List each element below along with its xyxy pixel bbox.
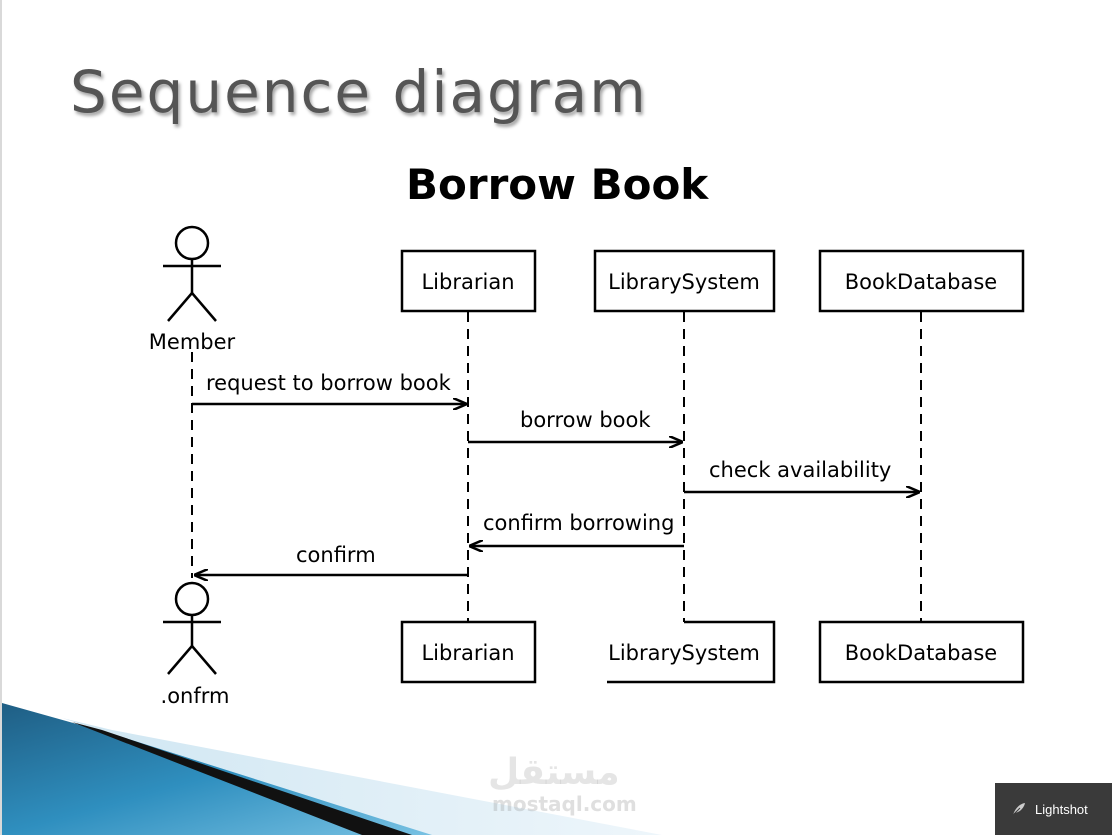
actor-label-top: Member [149, 330, 236, 354]
slide-title: Sequence diagram [70, 58, 648, 126]
message-label-4: confirm borrowing [483, 511, 674, 535]
message-label-1: request to borrow book [206, 371, 452, 395]
librarian-label-bottom: Librarian [421, 641, 514, 665]
message-label-3: check availability [709, 458, 891, 482]
message-label-2: borrow book [520, 408, 651, 432]
lightshot-label: Lightshot [1035, 801, 1088, 817]
library-system-label-top: LibrarySystem [608, 270, 760, 294]
dark-ribbon [72, 722, 412, 835]
book-database-box-top [818, 249, 1025, 313]
librarian-box-bottom [400, 620, 537, 684]
library-system-box-bottom [607, 620, 776, 684]
library-system-label-bottom: LibrarySystem [608, 641, 760, 665]
actor-label-bottom: .onfrm [161, 684, 230, 708]
feather-icon [1012, 803, 1025, 816]
book-database-label-top: BookDatabase [845, 270, 997, 294]
watermark-arabic: مستقل [488, 752, 620, 793]
lightshot-badge[interactable]: Lightshot [995, 783, 1112, 835]
librarian-label-top: Librarian [421, 270, 514, 294]
member-actor-bottom [163, 581, 221, 675]
librarian-box-top [400, 249, 537, 313]
book-database-box-bottom [818, 620, 1025, 684]
diagram-title: Borrow Book [406, 160, 709, 209]
book-database-label-bottom: BookDatabase [845, 641, 997, 665]
pale-ribbon [62, 718, 662, 835]
message-label-5: confirm [296, 543, 376, 567]
library-system-box-top [593, 249, 776, 313]
member-actor-top [163, 225, 221, 322]
watermark-latin: mostaql.com [492, 792, 637, 816]
